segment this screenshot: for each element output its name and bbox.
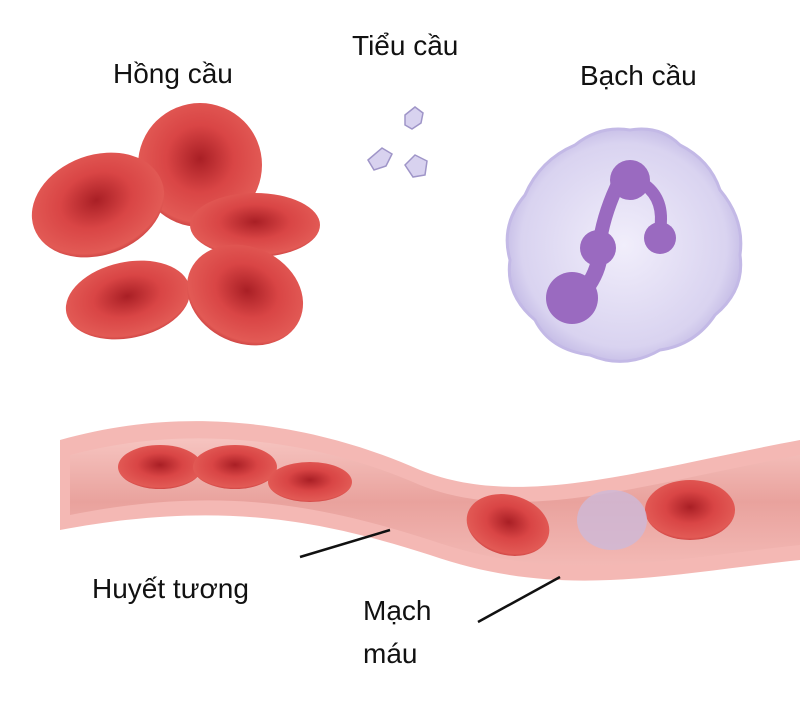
blood-vessel — [60, 421, 800, 581]
red-blood-cell — [193, 445, 277, 489]
red-blood-cell — [186, 244, 304, 346]
vessel-white-cell — [577, 490, 647, 550]
vessel-red-cells — [118, 445, 735, 556]
white-blood-cell — [505, 127, 743, 363]
label-blood-vessel-line2: máu — [363, 638, 418, 669]
red-blood-cell — [118, 445, 202, 489]
red-blood-cell — [268, 462, 352, 502]
nucleus — [546, 160, 676, 324]
platelets — [367, 106, 428, 178]
red-blood-cell — [466, 494, 550, 556]
red-blood-cell — [65, 260, 191, 340]
label-platelets: Tiểu cầu — [352, 30, 459, 61]
platelet — [404, 154, 428, 178]
label-plasma: Huyết tương — [92, 573, 249, 604]
red-blood-cell — [645, 480, 735, 540]
red-blood-cell — [190, 193, 320, 257]
plasma-pointer-line — [299, 528, 391, 559]
vessel-pointer-line — [477, 575, 561, 624]
platelet — [367, 147, 393, 171]
platelet — [404, 106, 424, 130]
red-blood-cell — [31, 152, 165, 258]
red-blood-cells — [31, 103, 320, 346]
label-white-blood-cell: Bạch cầu — [580, 60, 697, 91]
label-blood-vessel-line1: Mạch — [363, 595, 432, 626]
label-red-blood-cells: Hồng cầu — [113, 58, 233, 89]
